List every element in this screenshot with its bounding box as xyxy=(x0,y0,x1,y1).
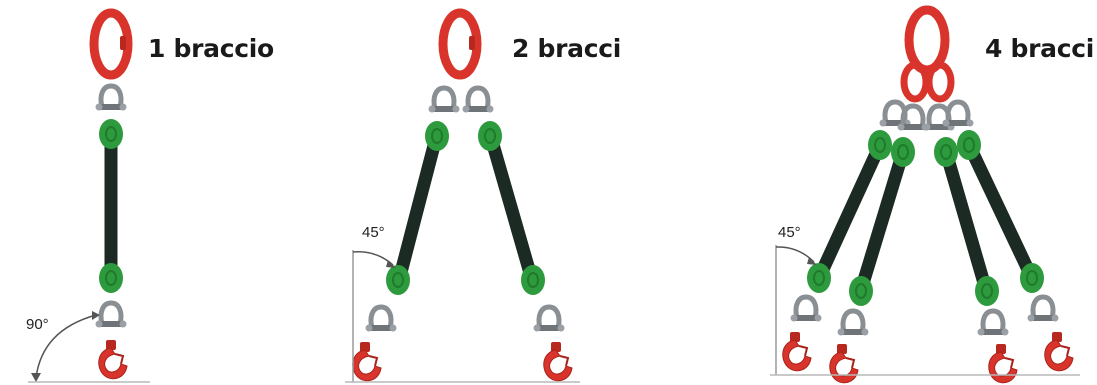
hook xyxy=(1043,331,1074,372)
sling-leg xyxy=(392,127,444,287)
intermediate-link xyxy=(925,61,955,103)
master-link xyxy=(904,5,950,75)
sling-eye xyxy=(98,262,124,294)
shackle xyxy=(978,311,1009,336)
shackle xyxy=(534,307,565,332)
one-leg-sling xyxy=(28,8,150,383)
shackle xyxy=(791,297,822,322)
four-leg-sling xyxy=(770,5,1080,384)
sling-eye xyxy=(933,136,959,168)
hook xyxy=(828,343,859,384)
sling-leg xyxy=(812,138,887,285)
two-leg-title: 2 bracci xyxy=(512,34,622,63)
one-leg-angle-label: 90° xyxy=(26,316,49,333)
sling-eye xyxy=(974,275,1000,307)
shackle xyxy=(463,88,494,113)
shackle xyxy=(943,102,974,127)
four-leg-angle-label: 45° xyxy=(778,224,801,241)
shackle xyxy=(96,303,127,328)
shackle xyxy=(838,311,869,336)
sling-eye xyxy=(385,264,411,296)
two-leg-sling xyxy=(345,8,580,383)
sling-eye xyxy=(806,262,832,294)
sling-eye xyxy=(477,120,503,152)
sling-eye xyxy=(98,118,124,150)
sling-eye xyxy=(956,129,982,161)
hook xyxy=(542,341,573,382)
sling-eye xyxy=(848,275,874,307)
intermediate-link xyxy=(900,61,930,103)
master-link xyxy=(89,8,133,80)
sling-eye xyxy=(424,120,450,152)
master-link xyxy=(438,8,482,80)
hook xyxy=(351,341,382,382)
sling-leg xyxy=(483,127,539,287)
sling-leg xyxy=(962,138,1039,285)
angle-arc xyxy=(35,314,97,379)
hook xyxy=(987,343,1018,384)
hook xyxy=(781,331,812,372)
two-leg-angle-label: 45° xyxy=(362,224,385,241)
sling-eye xyxy=(1019,262,1045,294)
sling-leg xyxy=(939,145,993,297)
one-leg-title: 1 braccio xyxy=(148,34,274,63)
sling-eye xyxy=(520,264,546,296)
sling-eye xyxy=(890,136,916,168)
four-leg-title: 4 bracci xyxy=(985,34,1095,63)
shackle xyxy=(96,86,127,111)
shackle xyxy=(366,307,397,332)
shackle xyxy=(1028,297,1059,322)
sling-leg xyxy=(854,145,910,297)
hook xyxy=(97,339,128,380)
sling-eye xyxy=(867,129,893,161)
angle-arc xyxy=(352,251,394,266)
shackle xyxy=(429,88,460,113)
